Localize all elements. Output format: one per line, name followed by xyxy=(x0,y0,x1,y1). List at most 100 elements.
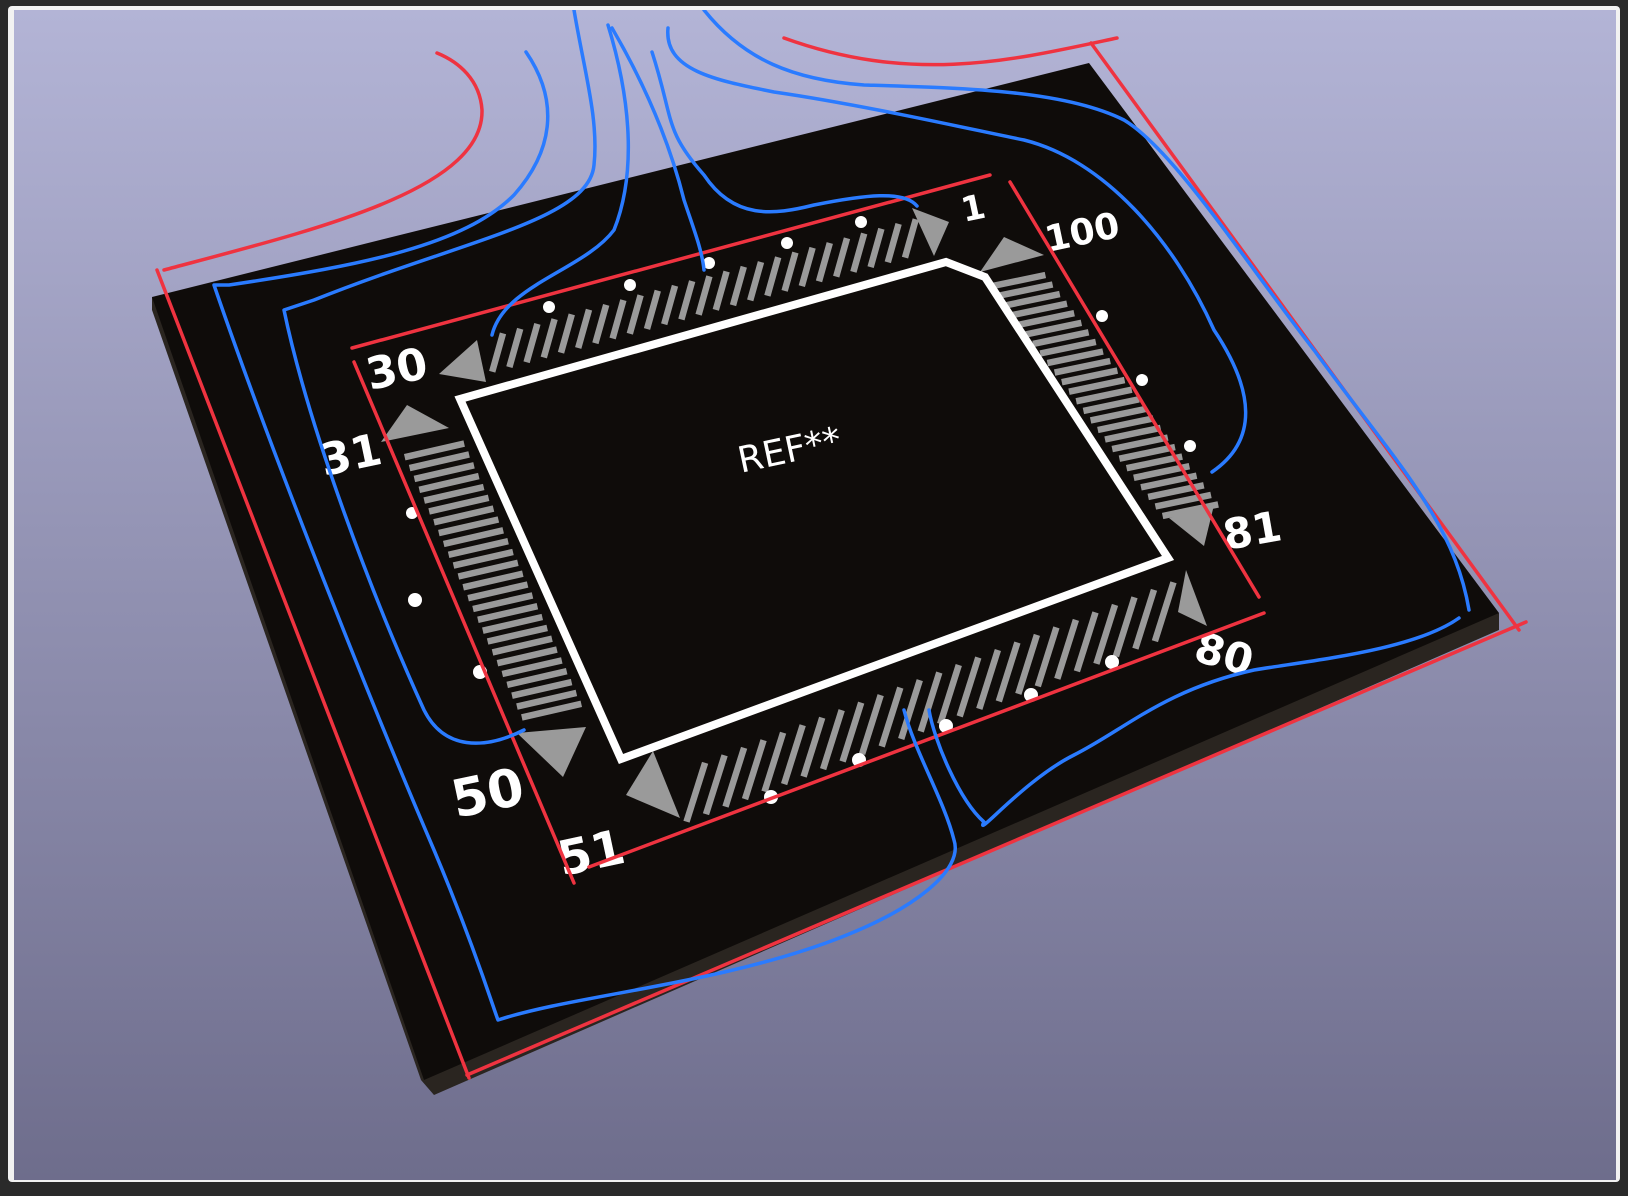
pad xyxy=(1032,329,1090,348)
pad xyxy=(506,327,524,368)
pad xyxy=(859,694,884,755)
pad xyxy=(447,538,509,558)
pad xyxy=(1093,603,1119,665)
pad xyxy=(1161,501,1219,520)
pad xyxy=(1025,319,1083,338)
pad xyxy=(867,227,885,268)
corner-marker-pin1 xyxy=(912,208,949,256)
corner-marker-pin100 xyxy=(980,237,1044,272)
pad xyxy=(702,754,728,816)
pad xyxy=(557,313,575,354)
via-dot xyxy=(624,279,636,291)
red-board-outline-top xyxy=(782,36,1119,67)
pad xyxy=(798,246,816,287)
pad xyxy=(695,275,713,316)
red-courtyard-right xyxy=(1008,180,1261,599)
pad xyxy=(898,679,923,740)
via-dot xyxy=(1105,655,1119,669)
blue-curve-mid xyxy=(490,23,631,337)
pad xyxy=(442,527,504,548)
via-dot xyxy=(543,301,555,313)
pad xyxy=(428,494,490,515)
pad xyxy=(741,739,767,801)
pad xyxy=(956,656,982,718)
pad xyxy=(729,265,747,307)
pad xyxy=(678,280,696,321)
pad xyxy=(820,709,845,771)
pad xyxy=(489,332,507,373)
pad xyxy=(878,686,904,748)
pad xyxy=(1015,633,1040,695)
pad xyxy=(764,256,782,297)
pin-label-81: 81 xyxy=(1219,501,1285,559)
blue-curve-outer-top xyxy=(666,26,1248,474)
pad xyxy=(976,649,1001,710)
pad xyxy=(683,761,709,823)
blue-annotations xyxy=(212,10,1471,1022)
pad xyxy=(1154,491,1212,510)
blue-curve-bottom-right xyxy=(927,616,1461,827)
pad xyxy=(712,270,730,311)
pad xyxy=(482,613,544,634)
pad xyxy=(496,646,558,667)
pad xyxy=(1118,443,1176,462)
corner-marker-pin31 xyxy=(381,405,449,442)
blue-curve-to-pin1 xyxy=(650,50,919,214)
pad xyxy=(575,308,593,349)
pad xyxy=(403,440,465,461)
via-dot xyxy=(1184,440,1196,452)
corner-marker-pin51 xyxy=(626,751,680,818)
pad xyxy=(901,218,919,259)
pad xyxy=(418,472,480,493)
pad xyxy=(1111,434,1169,453)
pad xyxy=(1112,596,1138,658)
pad xyxy=(433,505,495,526)
red-courtyard-left xyxy=(352,360,576,885)
pad xyxy=(626,294,644,335)
pad xyxy=(1151,581,1177,643)
pad xyxy=(1132,588,1158,650)
pad xyxy=(423,483,485,504)
blue-curve-outer-left xyxy=(212,50,957,1022)
pad xyxy=(1068,376,1126,395)
corner-marker-pin80 xyxy=(1178,570,1207,626)
red-board-outline-bottom xyxy=(465,620,1528,1077)
pad xyxy=(1082,396,1140,415)
pad xyxy=(408,451,470,472)
pad xyxy=(1003,290,1061,309)
pad xyxy=(996,281,1054,300)
pin-label-30: 30 xyxy=(362,338,432,401)
pad xyxy=(815,242,833,283)
pad xyxy=(917,671,943,733)
pad xyxy=(486,624,548,645)
pad xyxy=(722,746,748,808)
3d-viewport[interactable]: REF** 1 100 30 31 50 51 80 81 xyxy=(14,10,1616,1180)
pad xyxy=(1046,348,1104,367)
red-curve-top-left xyxy=(162,51,484,272)
pad xyxy=(521,700,583,721)
pad xyxy=(516,689,578,710)
pad xyxy=(761,731,787,793)
pad xyxy=(609,299,627,340)
pad xyxy=(661,284,679,326)
via-dot xyxy=(1096,310,1108,322)
pad xyxy=(1097,415,1155,434)
pad xyxy=(501,657,563,678)
pad xyxy=(462,570,524,591)
corner-marker-pin30 xyxy=(439,340,486,382)
pin-label-31: 31 xyxy=(316,424,386,487)
pad xyxy=(937,664,962,725)
via-dot xyxy=(781,237,793,249)
via-dot xyxy=(703,257,715,269)
red-annotations xyxy=(155,36,1528,1080)
pad xyxy=(1017,310,1075,328)
pad xyxy=(1054,618,1079,680)
pad xyxy=(472,592,534,613)
pad xyxy=(1053,357,1111,376)
pad xyxy=(1075,386,1133,405)
pcb-board[interactable] xyxy=(152,63,1499,1080)
pin-label-50: 50 xyxy=(446,757,529,831)
pad xyxy=(833,237,851,278)
pad xyxy=(511,678,573,699)
red-courtyard-bottom xyxy=(587,611,1266,869)
